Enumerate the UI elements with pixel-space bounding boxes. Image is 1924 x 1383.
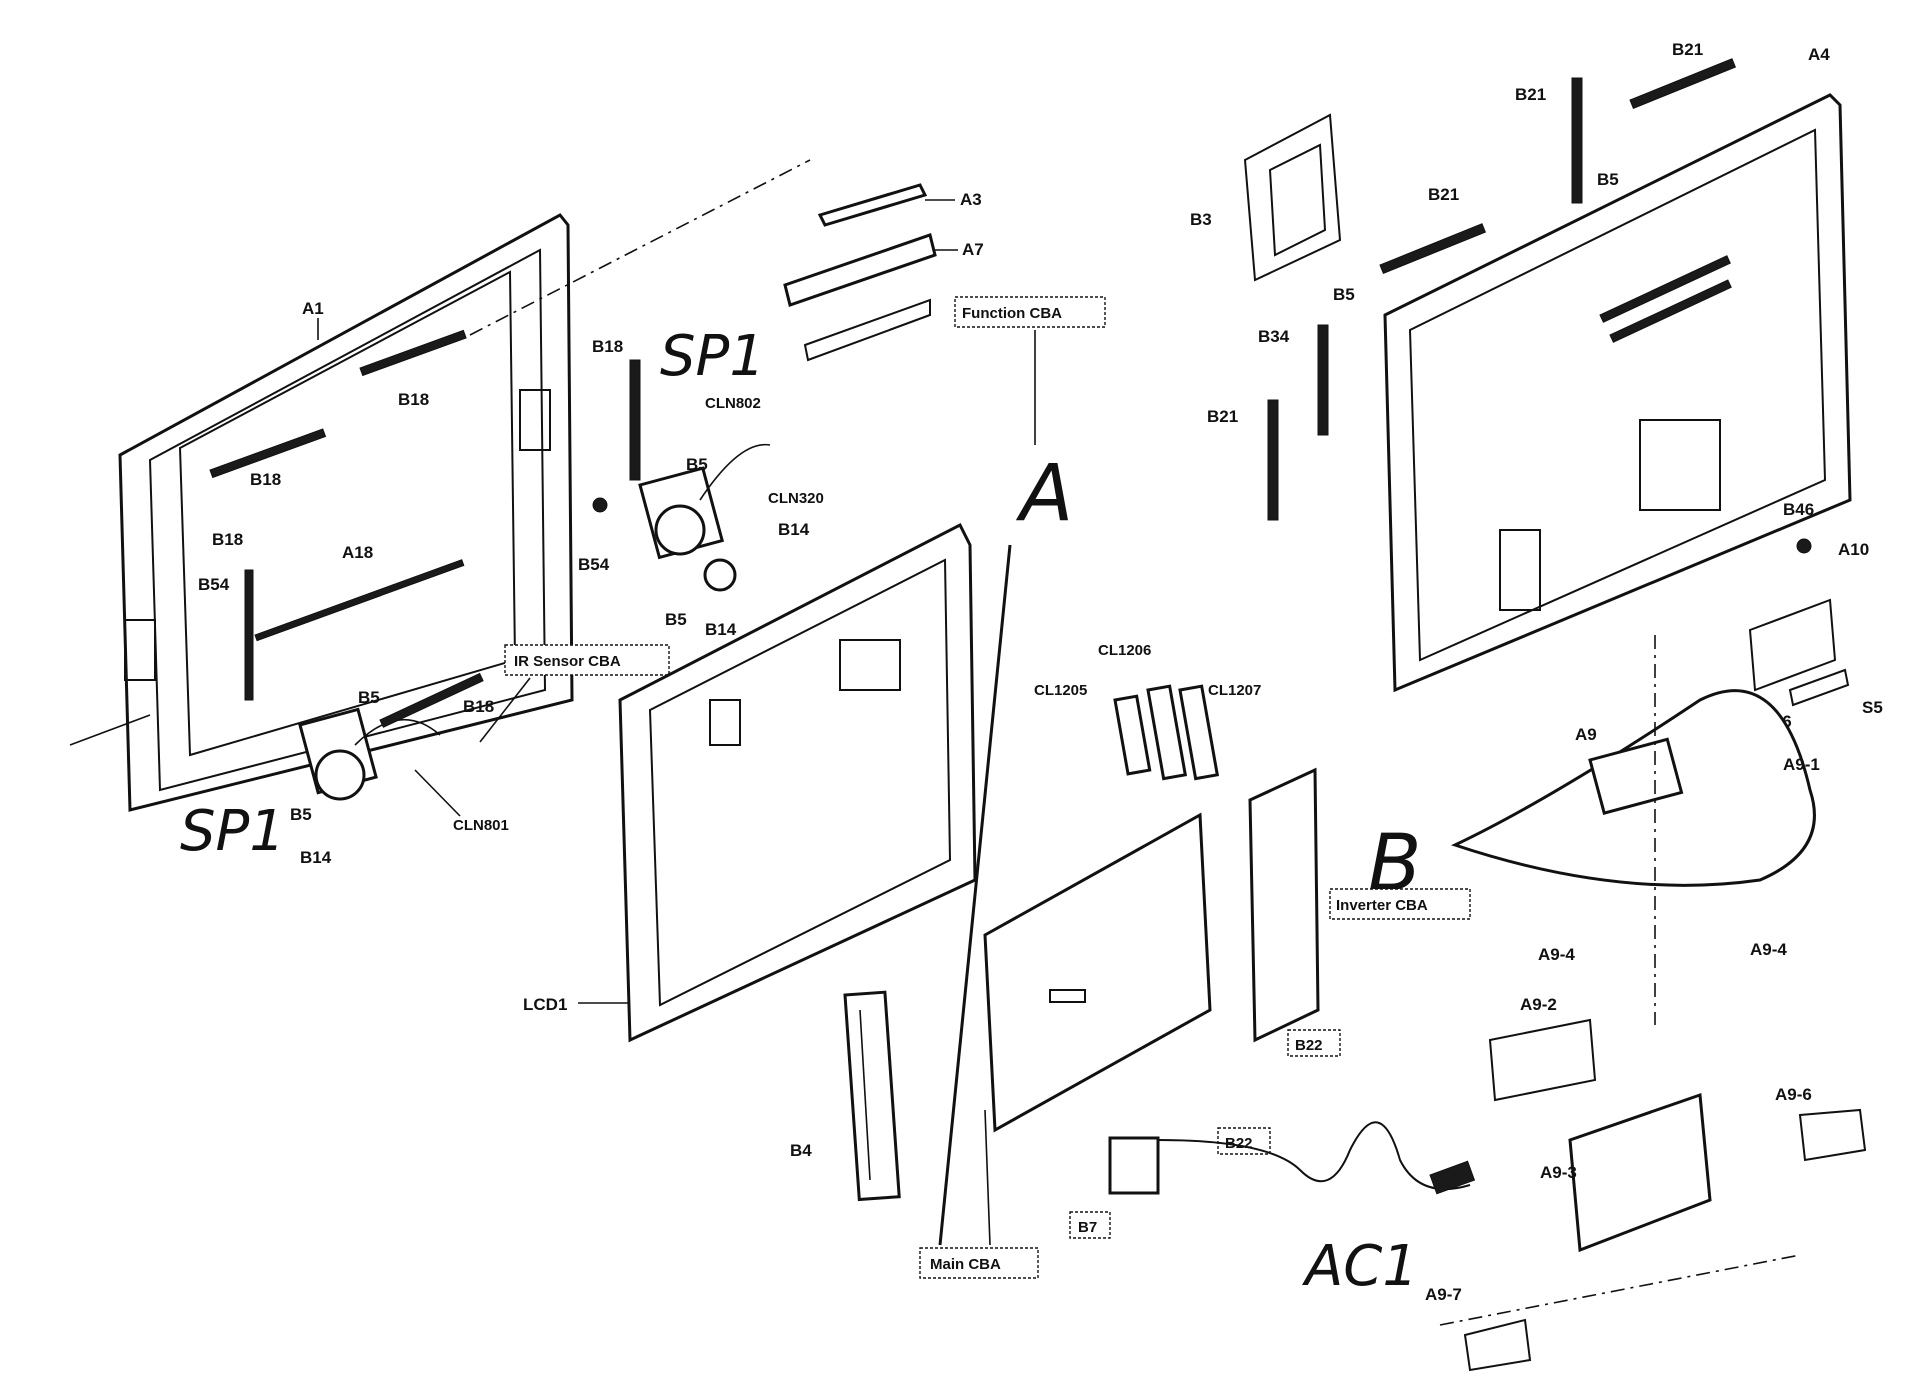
label-cln801: CLN801 <box>453 817 509 834</box>
label-b18-mid: B18 <box>212 530 243 549</box>
label-ir-sensor-cba: IR Sensor CBA <box>514 653 621 670</box>
label-b21-mid: B21 <box>1428 185 1459 204</box>
label-b34: B34 <box>1258 327 1290 346</box>
function-board-assembly <box>783 183 937 362</box>
label-b18-ir: B18 <box>463 697 494 716</box>
label-main-cba: Main CBA <box>930 1256 1001 1273</box>
label-lcd1: LCD1 <box>523 995 567 1014</box>
speaker-left <box>298 707 441 801</box>
b22-box-upper <box>1287 1029 1341 1057</box>
label-b5-speaker-left: B5 <box>358 688 380 707</box>
label-a9-2: A9-2 <box>1520 995 1557 1014</box>
handwritten-mark-a: A <box>1015 449 1073 539</box>
label-a9-4-left: A9-4 <box>1538 945 1575 964</box>
speaker-right <box>629 359 771 592</box>
label-b5-rear: B5 <box>1597 170 1619 189</box>
front-cabinet <box>69 213 574 812</box>
label-b5-bracket: B5 <box>1333 285 1355 304</box>
main-cba-box <box>919 1247 1039 1279</box>
label-a9-4-right: A9-4 <box>1750 940 1787 959</box>
label-b21-left: B21 <box>1207 407 1238 426</box>
label-a3: A3 <box>960 190 982 209</box>
rear-cabinet <box>1383 93 1852 693</box>
label-b18-sp1: B18 <box>592 337 623 356</box>
label-b5-sp1-top: B5 <box>686 455 708 474</box>
label-cl1206: CL1206 <box>1098 642 1151 659</box>
label-b18-left: B18 <box>250 470 281 489</box>
handwritten-sp1-bottom: SP1 <box>180 799 285 864</box>
label-b14-sp1-low: B14 <box>705 620 737 639</box>
label-a9-3: A9-3 <box>1540 1163 1577 1182</box>
label-b7: B7 <box>1078 1219 1097 1236</box>
label-cln802: CLN802 <box>705 395 761 412</box>
label-s5: S5 <box>1862 698 1883 717</box>
power-plug-b7 <box>1108 1136 1160 1195</box>
stand-assembly <box>1450 689 1816 887</box>
label-b54-right: B54 <box>578 555 610 574</box>
stand-neck <box>1463 1018 1867 1372</box>
label-b22-lower: B22 <box>1225 1135 1253 1152</box>
ribbon-cables <box>1113 684 1220 781</box>
rear-bracket-b4 <box>843 990 901 1202</box>
label-plate-a6 <box>1748 598 1850 707</box>
label-cl1207: CL1207 <box>1208 682 1261 699</box>
label-a7: A7 <box>962 240 984 259</box>
label-a18: A18 <box>342 543 373 562</box>
label-inverter-cba: Inverter CBA <box>1336 897 1428 914</box>
label-b21-vertical: B21 <box>1515 85 1546 104</box>
label-function-cba: Function CBA <box>962 305 1062 322</box>
label-cl1205: CL1205 <box>1034 682 1087 699</box>
ac-power-cord <box>1157 1121 1476 1195</box>
label-a1: A1 <box>302 299 324 318</box>
label-b3: B3 <box>1190 210 1212 229</box>
label-b54-left: B54 <box>198 575 230 594</box>
label-b21-top: B21 <box>1672 40 1703 59</box>
handwritten-sp1-top: SP1 <box>660 324 765 389</box>
label-a10: A10 <box>1838 540 1869 559</box>
label-a4: A4 <box>1808 45 1830 64</box>
label-a9-7: A9-7 <box>1425 1285 1462 1304</box>
ir-sensor-cba-box <box>504 644 670 676</box>
label-b5-sp1-low: B5 <box>665 610 687 629</box>
handwritten-ac1: AC1 <box>1302 1234 1418 1299</box>
label-a9-6: A9-6 <box>1775 1085 1812 1104</box>
label-b4: B4 <box>790 1141 812 1160</box>
label-a9-1: A9-1 <box>1783 755 1820 774</box>
label-b22-upper: B22 <box>1295 1037 1323 1054</box>
main-board <box>983 812 1212 1133</box>
label-a9: A9 <box>1575 725 1597 744</box>
bracket-b3 <box>1243 113 1342 282</box>
label-b14-left: B14 <box>300 848 332 867</box>
label-b5-low-left: B5 <box>290 805 312 824</box>
function-cba-box <box>954 296 1106 328</box>
b7-box <box>1069 1211 1111 1239</box>
label-b14-sp1-top: B14 <box>778 520 810 539</box>
label-b18-top: B18 <box>398 390 429 409</box>
inverter-cba-box <box>1329 888 1471 920</box>
inverter-board <box>1248 767 1320 1043</box>
lcd-panel <box>618 522 977 1043</box>
label-b46: B46 <box>1783 500 1814 519</box>
label-cln320: CLN320 <box>768 490 824 507</box>
